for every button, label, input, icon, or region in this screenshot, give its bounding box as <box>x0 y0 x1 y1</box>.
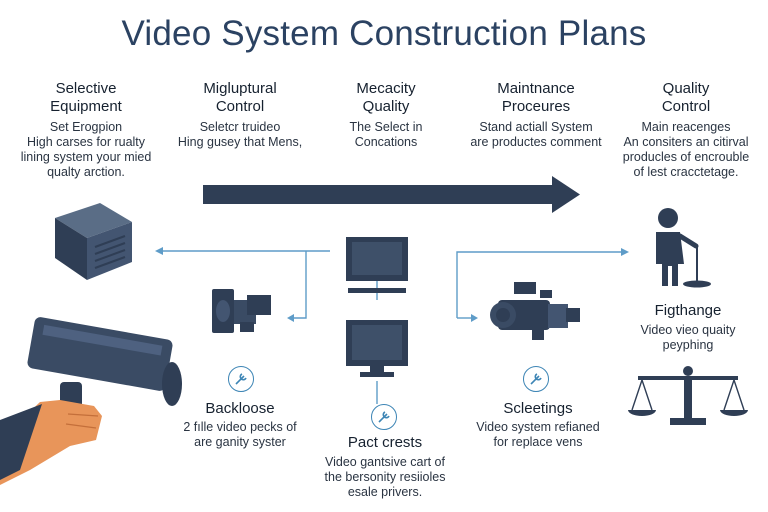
column-title: Maintnance Proceures <box>497 80 575 115</box>
node-label: Backloose <box>205 400 275 417</box>
hand-icon <box>0 317 182 485</box>
column-description: Main reacenges An consiters an citirval … <box>622 120 750 179</box>
wrench-icon <box>523 366 549 392</box>
column-selective-equipment: Selective Equipment Set Erogpion High ca… <box>6 80 166 180</box>
column-quality-control: Quality Control Main reacenges An consit… <box>606 80 766 180</box>
wrench-icon <box>228 366 254 392</box>
page-title: Video System Construction Plans <box>121 14 647 53</box>
column-maintenance: Maintnance Proceures Stand actiall Syste… <box>456 80 616 150</box>
column-title: Mecacity Quality <box>356 80 416 115</box>
main-arrow <box>203 176 580 213</box>
connector-lines <box>155 247 629 404</box>
column-control: Migluptural Control Seletcr truideo Hing… <box>165 80 315 150</box>
film-camera-icon <box>490 282 580 340</box>
monitor-icon <box>346 237 408 293</box>
node-label: Figthange <box>654 302 722 319</box>
node-backloose: Backloose 2 fılle video pecks of are gan… <box>160 400 320 450</box>
node-description: Video gantsive cart of the bersonity res… <box>324 455 446 499</box>
video-camera-icon <box>212 289 271 333</box>
column-title: Migluptural Control <box>203 80 277 115</box>
node-pact-crests: Pact crests Video gantsive cart of the b… <box>305 434 465 500</box>
column-title: Quality Control <box>661 80 711 115</box>
column-description: Seletcr truideo Hing gusey that Mens, <box>177 120 303 149</box>
column-title: Selective Equipment <box>50 80 122 115</box>
monitor-icon <box>346 320 408 377</box>
node-label: Scleetings <box>503 400 573 417</box>
node-label: Pact crests <box>347 434 423 451</box>
scale-icon <box>628 366 748 425</box>
node-description: 2 fılle video pecks of are ganity syster <box>183 420 297 449</box>
column-description: Stand actiall System are productes comme… <box>470 120 602 149</box>
column-description: Set Erogpion High carses for rualty lini… <box>20 120 152 179</box>
wrench-icon <box>371 404 397 430</box>
projector-icon <box>55 203 132 280</box>
node-description: Video system refianed for replace vens <box>476 420 600 449</box>
column-quality: Mecacity Quality The Select in Concation… <box>316 80 456 150</box>
person-icon <box>656 208 711 288</box>
column-description: The Select in Concations <box>349 120 423 149</box>
node-description: Video vieo quaity peyphing <box>640 323 736 352</box>
node-figthange: Figthange Video vieo quaity peyphing <box>608 302 768 353</box>
node-scleetings: Scleetings Video system refianed for rep… <box>458 400 618 450</box>
